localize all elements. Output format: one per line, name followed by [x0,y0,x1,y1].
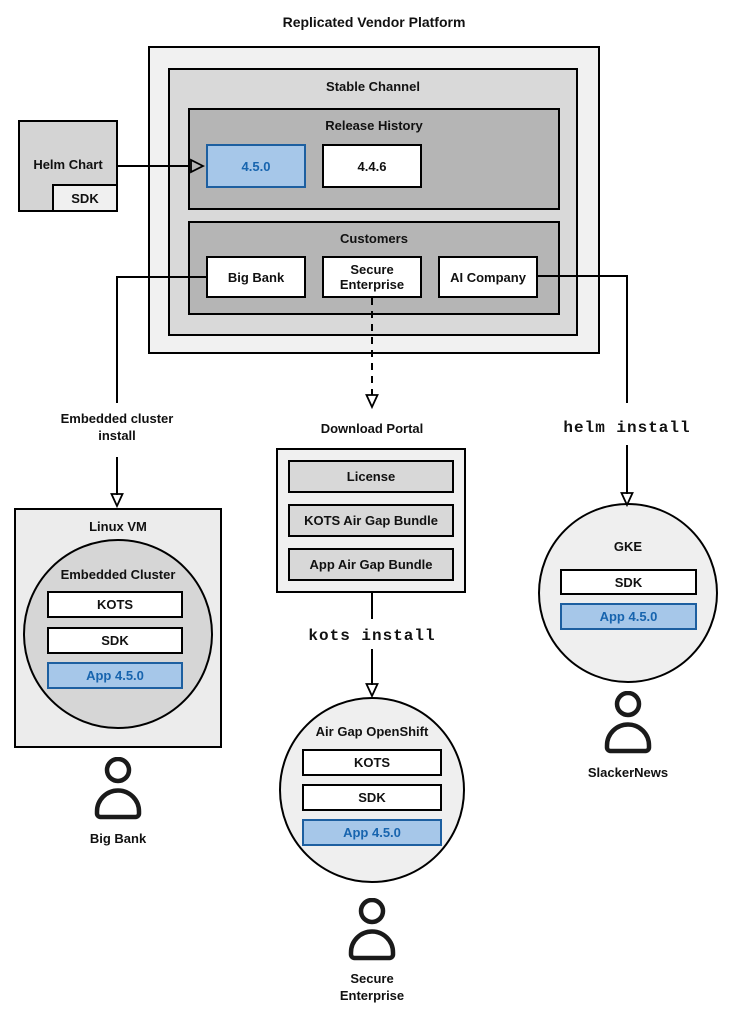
secure-enterprise-user-icon [347,898,397,962]
airgap-openshift-label: Air Gap OpenShift [315,724,429,739]
big-bank-user-icon [93,757,143,821]
embedded-cluster-label: Embedded Cluster [60,567,176,582]
portal-kots-airgap-box: KOTS Air Gap Bundle [288,504,454,537]
arrow-down-icon [110,493,124,509]
stable-channel-label: Stable Channel [326,79,420,94]
release-4-5-0: 4.5.0 [206,144,306,188]
openshift-sdk-box: SDK [302,784,442,811]
arrow-down-icon [365,394,379,410]
portal-license-box: License [288,460,454,493]
gke-label: GKE [613,539,643,554]
diagram-title: Replicated Vendor Platform [282,14,466,30]
download-portal-label: Download Portal [320,421,424,436]
linux-vm-label: Linux VM [89,519,147,534]
openshift-kots-box: KOTS [302,749,442,776]
helm-chart-label: Helm Chart [33,157,103,172]
gke-app-box: App 4.5.0 [560,603,697,630]
big-bank-persona-label: Big Bank [89,831,147,846]
embedded-sdk-box: SDK [47,627,183,654]
embedded-kots-box: KOTS [47,591,183,618]
gke-sdk-box: SDK [560,569,697,595]
embedded-app-box: App 4.5.0 [47,662,183,689]
kots-install-command: kots install [308,627,436,645]
customer-big-bank: Big Bank [206,256,306,298]
customer-secure-enterprise: Secure Enterprise [322,256,422,298]
arrow-down-icon [365,683,379,699]
helm-install-command: helm install [563,419,691,437]
portal-app-airgap-box: App Air Gap Bundle [288,548,454,581]
slackernews-persona-label: SlackerNews [587,765,669,780]
helm-chart-sdk-box: SDK [52,184,118,212]
customers-label: Customers [340,231,408,246]
secure-enterprise-persona-label: Secure Enterprise [339,971,405,1003]
embedded-cluster-install-label: Embedded cluster install [60,411,174,443]
release-4-4-6: 4.4.6 [322,144,422,188]
release-history-label: Release History [325,118,423,133]
customer-ai-company: AI Company [438,256,538,298]
openshift-app-box: App 4.5.0 [302,819,442,846]
slackernews-user-icon [603,691,653,755]
